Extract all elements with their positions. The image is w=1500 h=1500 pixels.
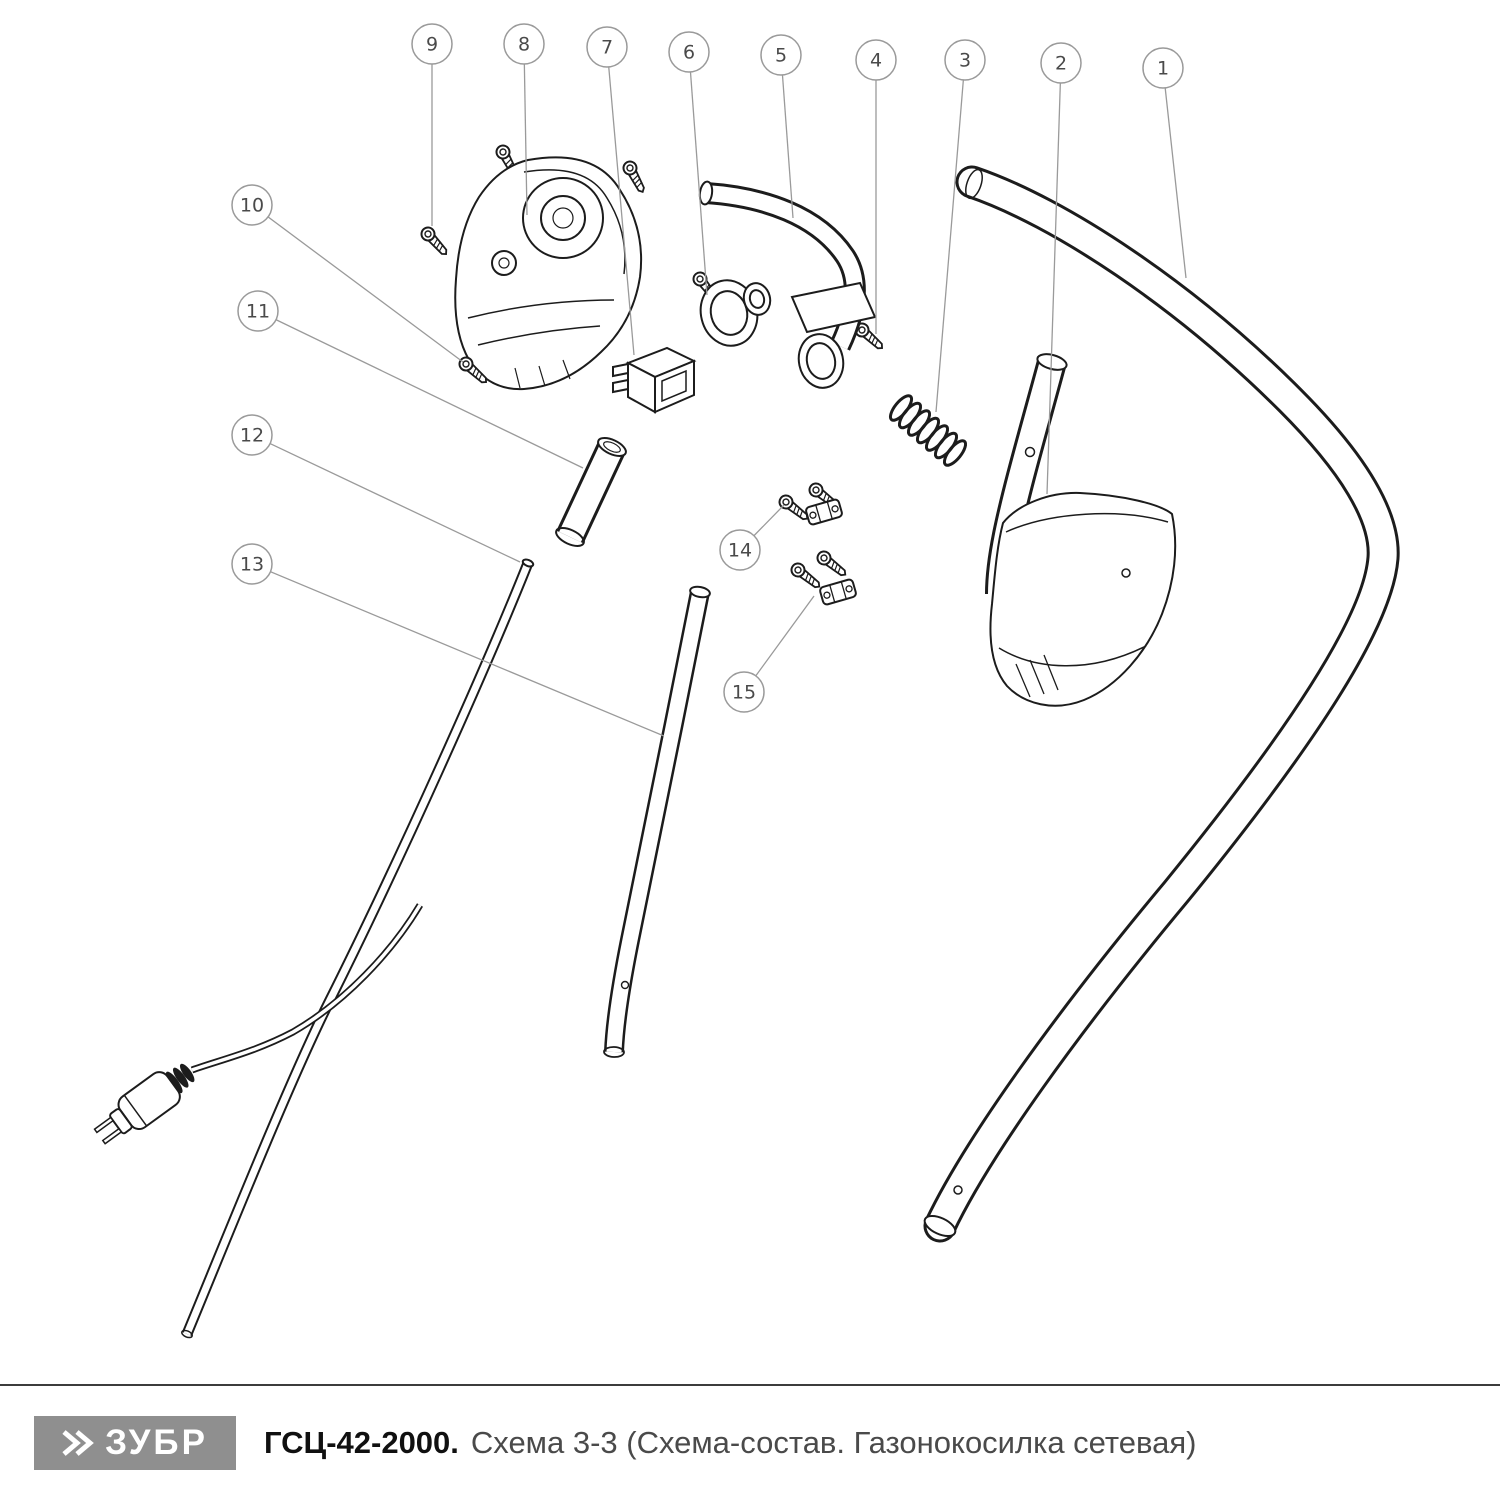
leader-line-13 [251,563,665,737]
part-5-switch-lever [698,180,877,389]
footer-subtitle: Схема 3-3 (Схема-состав. Газонокосилка с… [470,1425,1197,1460]
callout-label-10: 10 [240,195,264,217]
callout-label-11: 11 [246,301,270,323]
callout-1: 1 [1142,47,1187,279]
callout-label-15: 15 [732,682,756,704]
leader-line-1 [1162,67,1187,279]
callout-13: 13 [231,543,665,737]
callout-label-5: 5 [775,45,787,67]
callout-circle-11 [237,290,279,332]
callout-12: 12 [231,414,521,563]
callout-label-4: 4 [870,50,882,72]
callout-label-12: 12 [240,425,264,447]
leader-line-10 [251,204,464,363]
leader-line-2 [1046,62,1062,495]
plug-pin [93,1116,115,1134]
callout-9: 9 [411,23,453,226]
tube-hole [620,980,630,990]
callout-11: 11 [237,290,584,469]
zubr-logo-mark-icon [62,1430,94,1456]
leader-line-5 [780,54,794,219]
callout-label-1: 1 [1157,58,1169,80]
part-14-cable-clip [775,479,844,527]
callout-circle-4 [855,39,897,81]
callout-label-3: 3 [959,50,971,72]
zubr-logo: ЗУБР [34,1416,236,1470]
plug-pin [101,1127,123,1145]
callout-5: 5 [760,34,802,219]
part-8-switch-housing [454,142,650,391]
callout-3: 3 [935,39,986,413]
part-1-upper-handle [923,165,1400,1243]
part-3-spring [888,394,968,467]
part-12-lower-handle-rod [181,558,535,1339]
callout-label-13: 13 [240,554,264,576]
callout-circle-7 [586,26,628,68]
part-6-cable-clamp [689,268,772,347]
callout-label-2: 2 [1055,53,1067,75]
callout-label-7: 7 [601,37,613,59]
callout-label-14: 14 [728,540,752,562]
part-7-switch [612,346,697,414]
callout-label-6: 6 [683,42,695,64]
callout-circle-10 [231,184,273,226]
leader-line-7 [606,46,635,356]
leader-line-12 [251,434,521,563]
callout-circle-15 [723,671,765,713]
part-9-screw [417,223,452,260]
callout-label-9: 9 [426,34,438,56]
callout-6: 6 [668,31,710,296]
diagram-stage: 1 2 3 4 5 6 7 8 9 10 [93,23,1400,1339]
callout-14: 14 [719,504,785,571]
part-13-lower-handle-tube [603,585,711,1058]
plug [93,1063,195,1145]
callout-2: 2 [1040,42,1082,495]
zubr-logo-text: ЗУБР [105,1423,208,1462]
callout-4: 4 [855,39,897,334]
callout-8: 8 [503,23,545,216]
callout-7: 7 [586,26,635,356]
part-15-cable-clip [787,547,858,607]
callout-circle-14 [719,529,761,571]
handle-hole [953,1185,963,1195]
leader-line-3 [935,59,966,413]
leader-line-11 [257,310,584,469]
footer-caption: ГСЦ-42-2000. Схема 3-3 (Схема-состав. Газ… [264,1425,1196,1461]
callout-label-8: 8 [518,34,530,56]
callout-circle-6 [668,31,710,73]
callout-circle-3 [944,39,986,81]
handle-hole [1024,446,1036,458]
callout-10: 10 [231,184,464,363]
callout-circle-2 [1040,42,1082,84]
part-2-shield-cover [989,491,1177,707]
footer-row: ЗУБР ГСЦ-42-2000. Схема 3-3 (Схема-состав… [0,1386,1500,1500]
footer-model: ГСЦ-42-2000. [264,1425,459,1460]
callout-15: 15 [723,595,815,713]
callout-circle-13 [231,543,273,585]
callout-circle-5 [760,34,802,76]
callout-circle-1 [1142,47,1184,89]
callout-circle-12 [231,414,273,456]
footer: ЗУБР ГСЦ-42-2000. Схема 3-3 (Схема-состав… [0,1384,1500,1500]
callout-circle-9 [411,23,453,65]
leader-line-6 [688,51,708,296]
part-11-spacer-tube [555,437,627,547]
callout-circle-8 [503,23,545,65]
exploded-diagram: 1 2 3 4 5 6 7 8 9 10 [93,23,1400,1339]
power-cord-and-plug [93,903,424,1145]
leader-line-8 [523,43,528,216]
